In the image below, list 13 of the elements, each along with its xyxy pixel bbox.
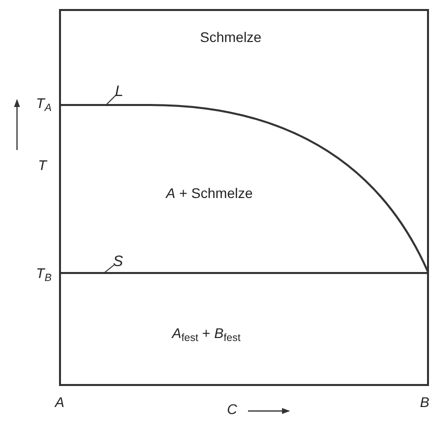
axis-label: A <box>55 395 64 409</box>
leader-line <box>104 264 114 274</box>
curve-label: S <box>113 254 124 269</box>
curve-label: L <box>115 84 124 99</box>
axis-tick-label: T$_{B}$ <box>36 266 52 280</box>
axis-label: T <box>38 158 47 172</box>
leader-line <box>106 94 116 106</box>
region-label: A$_{fest}$ + B$_{fest}$ <box>172 326 241 340</box>
region-label: A + Schmelze <box>166 186 253 200</box>
axis-label: C <box>227 402 238 416</box>
axis-tick-label: T$_{A}$ <box>36 96 52 110</box>
axis-label: B <box>420 395 430 409</box>
region-label: Schmelze <box>200 30 262 44</box>
